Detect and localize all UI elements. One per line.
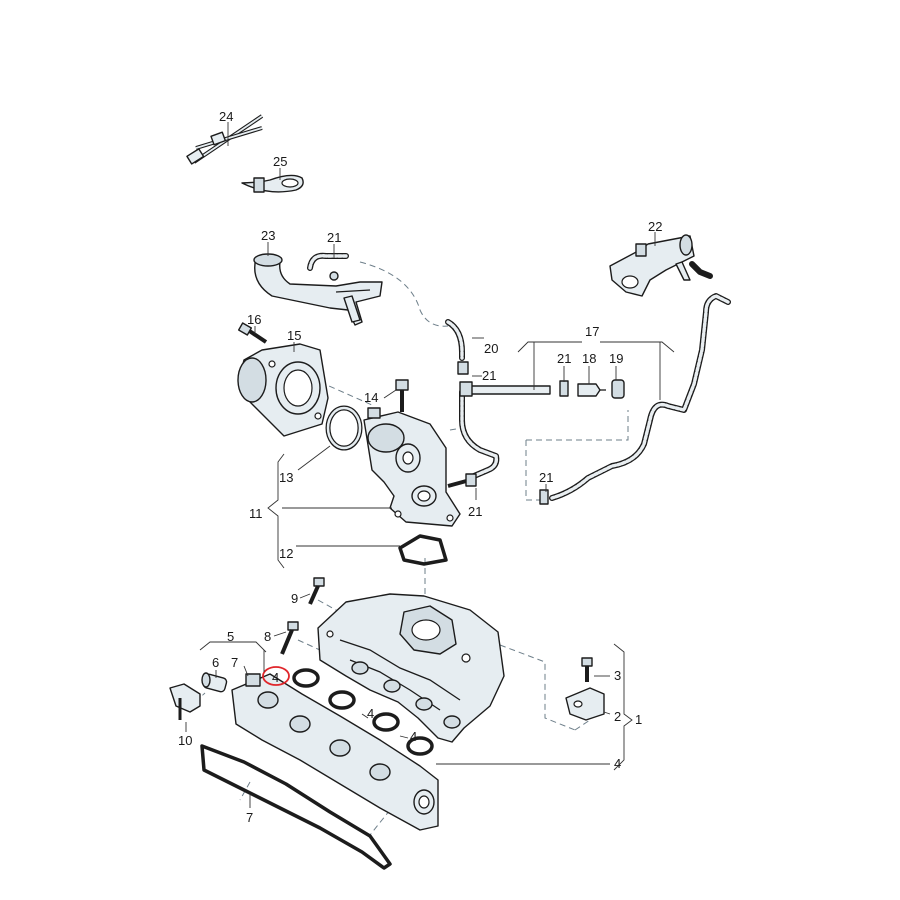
leader-lines [185,122,675,808]
label-13: 13 [279,470,293,485]
o-ring-part-13 [325,405,363,451]
label-21-d: 21 [539,470,553,485]
pipe-connector-part-22 [609,234,695,297]
clip-part-21-a [559,380,569,397]
label-1: 1 [635,712,642,727]
bolt-part-8 [280,621,299,655]
label-4-b: 4 [367,706,374,721]
label-2: 2 [614,709,621,724]
throttle-body-part-15 [237,343,329,437]
gasket-part-4-group [292,668,434,756]
vacuum-hose-part-20 [445,319,500,479]
label-4-a: 4 [272,670,279,685]
label-23: 23 [261,228,275,243]
label-21-a: 21 [327,230,341,245]
label-7-a: 7 [231,655,238,670]
clip-part-21-c [447,473,477,488]
vacuum-hose-part-21-top [307,252,349,281]
sensor-part-2 [565,687,605,721]
intake-pipe-part-23 [253,253,383,326]
label-9: 9 [291,591,298,606]
label-17: 17 [585,324,599,339]
label-10: 10 [178,733,192,748]
label-21-c: 21 [482,368,496,383]
label-3: 3 [614,668,621,683]
label-22: 22 [648,219,662,234]
highlight-circle-part-4 [262,666,290,686]
check-valve-part-18 [577,383,601,397]
label-15: 15 [287,328,301,343]
gasket-part-12 [398,534,448,566]
label-11: 11 [249,506,263,521]
hose-fittings-part-17-group [457,361,625,399]
intake-runner-part-7 [231,673,439,831]
label-4-d: 4 [614,756,621,771]
intake-manifold-part-1 [317,593,505,743]
label-18: 18 [582,351,596,366]
clip-part-21-b [457,361,469,375]
label-4-c: 4 [410,729,417,744]
sensor-part-10 [169,683,201,720]
label-12: 12 [279,546,293,561]
bolt-part-9 [308,577,325,605]
label-21-e: 21 [468,504,482,519]
dashed-guide-lines [194,261,629,836]
label-7-b: 7 [246,810,253,825]
bolt-part-3 [581,657,593,682]
label-25: 25 [273,154,287,169]
bolt-part-14 [395,379,409,412]
hose-clamp-part-25 [241,174,304,193]
vacuum-hose-part-17 [539,261,731,505]
label-14: 14 [364,390,378,405]
label-8: 8 [264,629,271,644]
gasket-part-7 [200,744,392,870]
sensor-part-6 [201,672,228,693]
label-5: 5 [227,629,234,644]
bolt-part-16 [237,322,268,344]
label-16: 16 [247,312,261,327]
part-number-labels: 24 25 23 21 22 16 15 20 17 21 18 19 21 1… [178,109,662,825]
label-24: 24 [219,109,233,124]
label-20: 20 [484,341,498,356]
intake-connector-part-11 [363,407,461,527]
cap-part-19 [611,379,625,399]
label-19: 19 [609,351,623,366]
label-6: 6 [212,655,219,670]
label-21-b: 21 [557,351,571,366]
